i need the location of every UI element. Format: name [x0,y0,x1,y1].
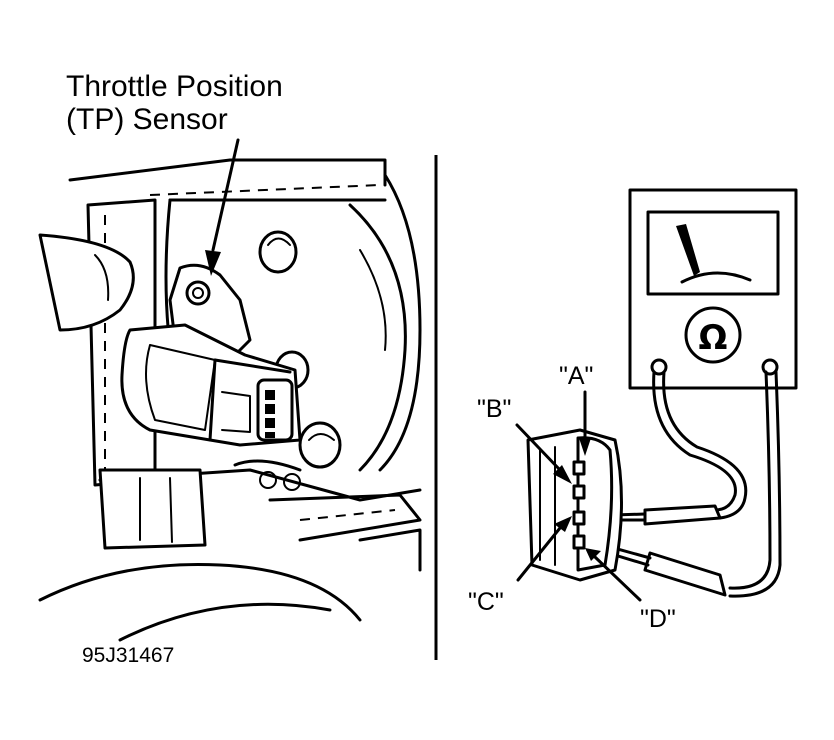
ohm-symbol: Ω [699,318,728,358]
tp-sensor-label-line2: (TP) Sensor [66,103,228,136]
throttle-body-illustration [38,158,422,642]
terminal-leader-arrows [515,390,642,602]
terminal-d-label: "D" [640,605,676,633]
sensor-connector [526,428,623,582]
terminal-a-label: "A" [559,362,594,390]
ohmmeter: Ω [628,188,798,390]
tp-sensor-leader-arrow [205,138,240,276]
tp-sensor-illustration [120,263,302,447]
terminal-b-label: "B" [477,395,512,423]
tp-sensor-label: Throttle Position (TP) Sensor [66,70,283,136]
tp-sensor-label-line1: Throttle Position [66,70,283,103]
terminal-c-label: "C" [468,588,504,616]
figure-code: 95J31467 [82,644,175,667]
